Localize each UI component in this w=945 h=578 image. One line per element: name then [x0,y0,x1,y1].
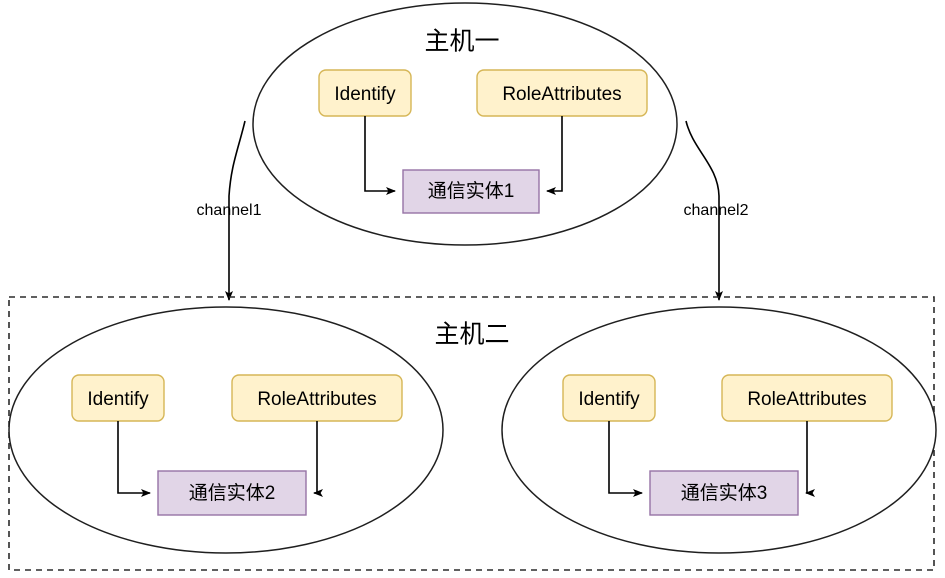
host-1-group: 主机一 Identify RoleAttributes 通信实体1 [252,2,678,246]
host-2-right-identify-label: Identify [578,389,640,410]
host-1-entity-box[interactable] [402,169,540,214]
host-1-roleattributes-label: RoleAttributes [502,84,621,105]
host-2-right-entity-label: 通信实体3 [681,482,768,504]
host-2-left-roleattributes-label: RoleAttributes [257,389,376,410]
channel-2-group: channel2 [684,120,749,301]
host-2-left-roleattributes-to-entity-arrow [313,421,323,497]
host-2-right-ellipse [501,306,937,554]
host-2-left-entity-label: 通信实体2 [189,482,276,504]
host-2-left-identify-label: Identify [87,389,149,410]
host-2-title: 主机二 [434,321,509,349]
host-2-right-roleattributes-to-entity-arrow [805,421,815,497]
channel-1-label: channel1 [197,202,262,219]
host-2-right-roleattributes-label: RoleAttributes [747,389,866,410]
host-1-title: 主机一 [424,28,499,56]
channel-1-group: channel1 [197,120,262,301]
host-1-ellipse [252,2,678,246]
host-2-right-identify-to-entity-arrow [608,421,643,497]
host-1-entity-label: 通信实体1 [428,180,515,202]
host-2-left-group: Identify RoleAttributes 通信实体2 [8,306,444,554]
channel-2-label: channel2 [684,202,749,219]
host-1-identify-label: Identify [334,84,396,105]
channel-2-arrow [685,120,723,301]
host-1-identify-to-entity-arrow [364,116,396,195]
host-2-right-group: Identify RoleAttributes 通信实体3 [501,306,937,554]
host-2-left-identify-to-entity-arrow [117,421,151,497]
channel-1-arrow [225,120,246,301]
host-2-left-ellipse [8,306,444,554]
host-2-right-entity-box[interactable] [649,470,799,516]
host-1-roleattributes-to-entity-arrow [546,116,563,195]
host-2-left-entity-box[interactable] [157,470,307,516]
